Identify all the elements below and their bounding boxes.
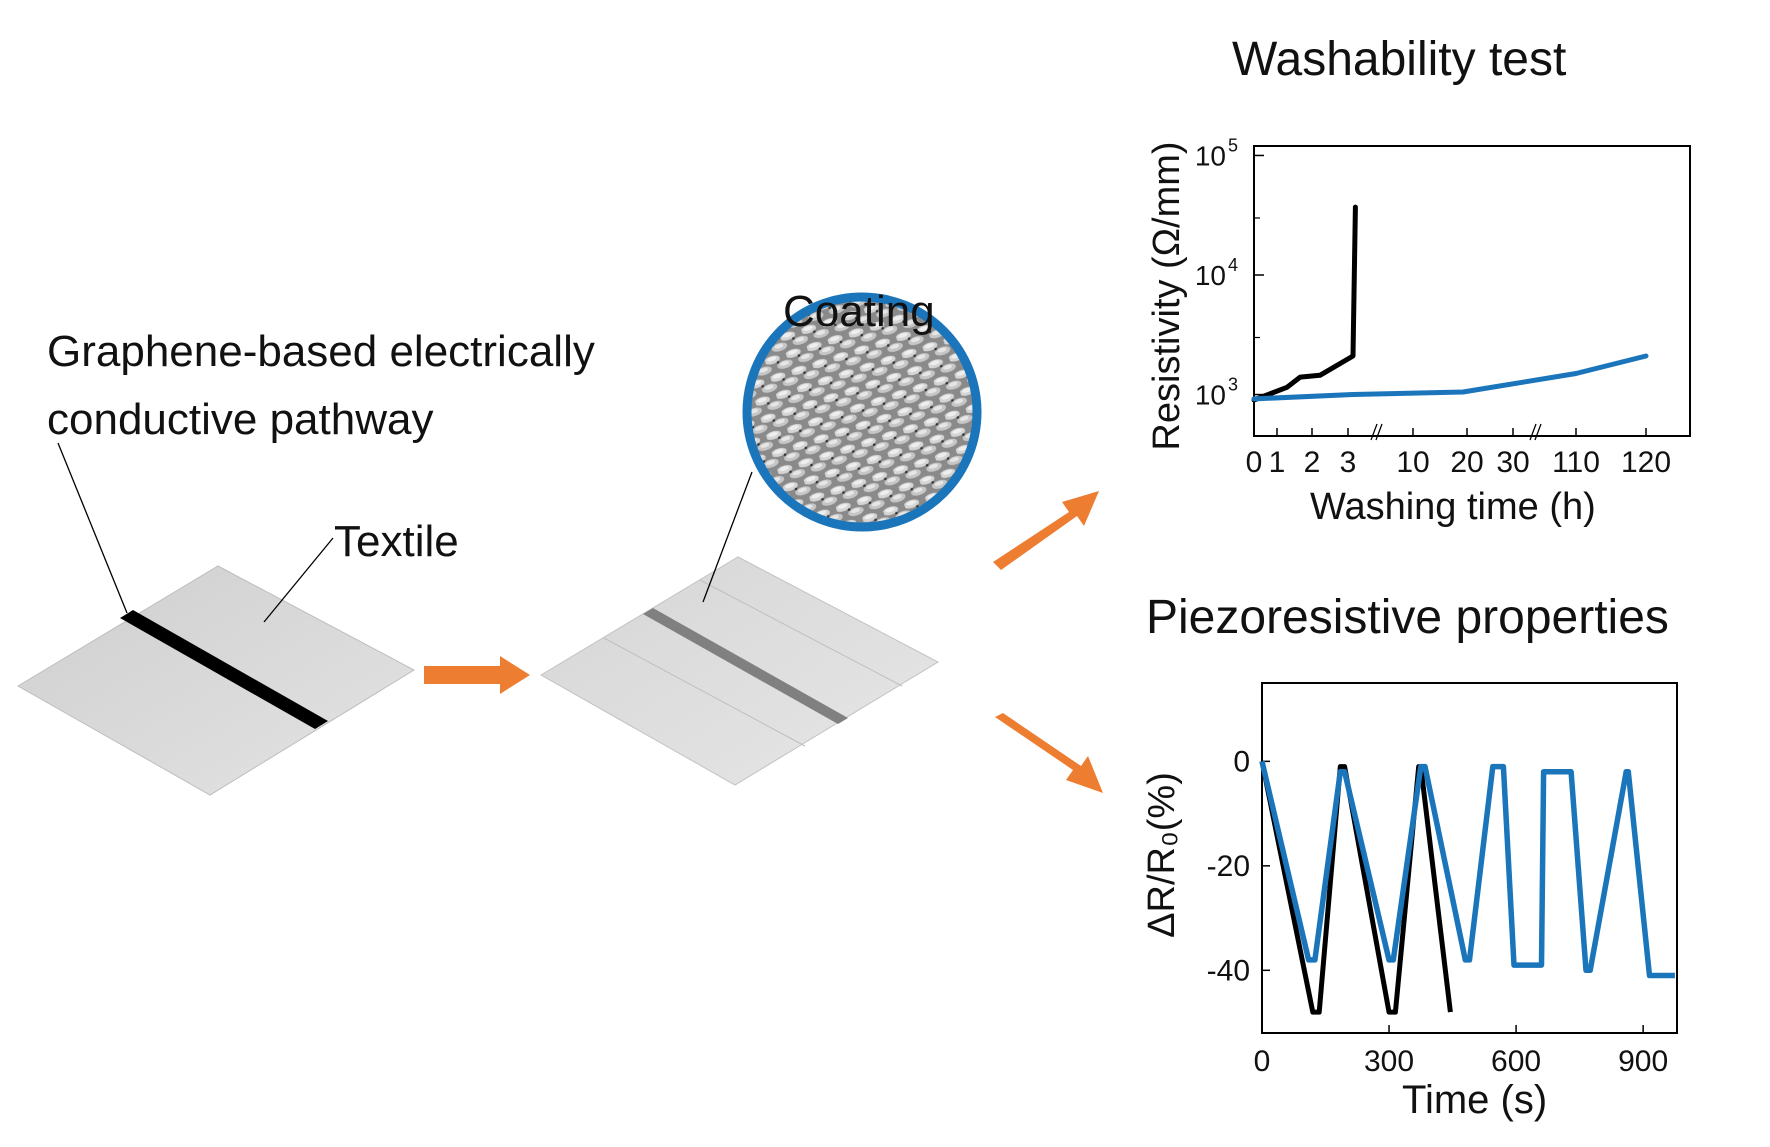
arrow-to-piezo (995, 713, 1103, 793)
washability-plot-frame (1253, 145, 1691, 437)
washability-y-tick-label: 10 (1195, 380, 1226, 411)
coated-textile-sheet (540, 556, 940, 786)
coating-micrograph (742, 292, 982, 532)
process-arrow-right (424, 656, 530, 694)
piezo-y-axis-label: ΔR/R₀(%) (1141, 772, 1183, 938)
conductive-pathway-stripe (120, 610, 328, 729)
washability-x-axis-label: Washing time (h) (1310, 486, 1596, 528)
axis-break-2 (1529, 423, 1542, 441)
piezo-x-tick-label: 900 (1618, 1045, 1668, 1078)
piezo-x-tick-label: 600 (1491, 1045, 1541, 1078)
washability-title: Washability test (1232, 33, 1567, 86)
washability-series-blue (1251, 353, 1649, 402)
arrow-to-washability (993, 491, 1099, 570)
washability-x-tick-label: 110 (1552, 446, 1600, 479)
washability-y-tick-exponent: 5 (1228, 135, 1238, 155)
piezo-series-blue (1259, 760, 1675, 979)
washability-x-tick-label: 20 (1450, 446, 1483, 479)
washability-series-black (1251, 204, 1358, 403)
washability-y-tick-label: 10 (1195, 140, 1226, 171)
piezo-x-tick-label: 0 (1254, 1045, 1271, 1078)
washability-y-tick-exponent: 4 (1228, 255, 1238, 275)
washability-x-tick-label: 120 (1621, 446, 1671, 479)
piezo-chart: 0 300 600 900 0 -20 -40 (1207, 682, 1678, 1078)
textile-label: Textile (334, 517, 459, 566)
pathway-leader-line (57, 442, 128, 614)
textile-sheet (17, 565, 416, 796)
axis-break-1 (1370, 423, 1383, 441)
piezo-y-tick-label: -40 (1207, 954, 1250, 987)
piezo-title: Piezoresistive properties (1146, 591, 1669, 644)
washability-y-tick-exponent: 3 (1228, 375, 1238, 395)
washability-x-tick-label: 3 (1340, 446, 1357, 479)
coating-label: Coating (783, 287, 935, 336)
washability-x-tick-label: 30 (1496, 446, 1529, 479)
washability-x-tick-label: 10 (1396, 446, 1429, 479)
washability-x-tick-label: 2 (1304, 446, 1321, 479)
washability-x-tick-label: 1 (1269, 446, 1286, 479)
coating-leader-line (702, 471, 753, 603)
textile-leader-line (263, 537, 334, 623)
piezo-x-axis-label: Time (s) (1402, 1078, 1548, 1122)
piezo-y-tick-label: -20 (1207, 850, 1250, 883)
washability-x-tick-label: 0 (1246, 446, 1263, 479)
washability-y-tick-label: 10 (1195, 260, 1226, 291)
washability-y-axis-label: Resistivity (Ω/mm) (1146, 141, 1188, 450)
piezo-y-tick-label: 0 (1233, 745, 1250, 778)
piezo-plot-frame (1261, 682, 1678, 1034)
coated-pathway-stripe (643, 608, 848, 724)
pathway-label: Graphene-based electrically conductive p… (47, 327, 595, 444)
piezo-x-tick-label: 300 (1364, 1045, 1414, 1078)
